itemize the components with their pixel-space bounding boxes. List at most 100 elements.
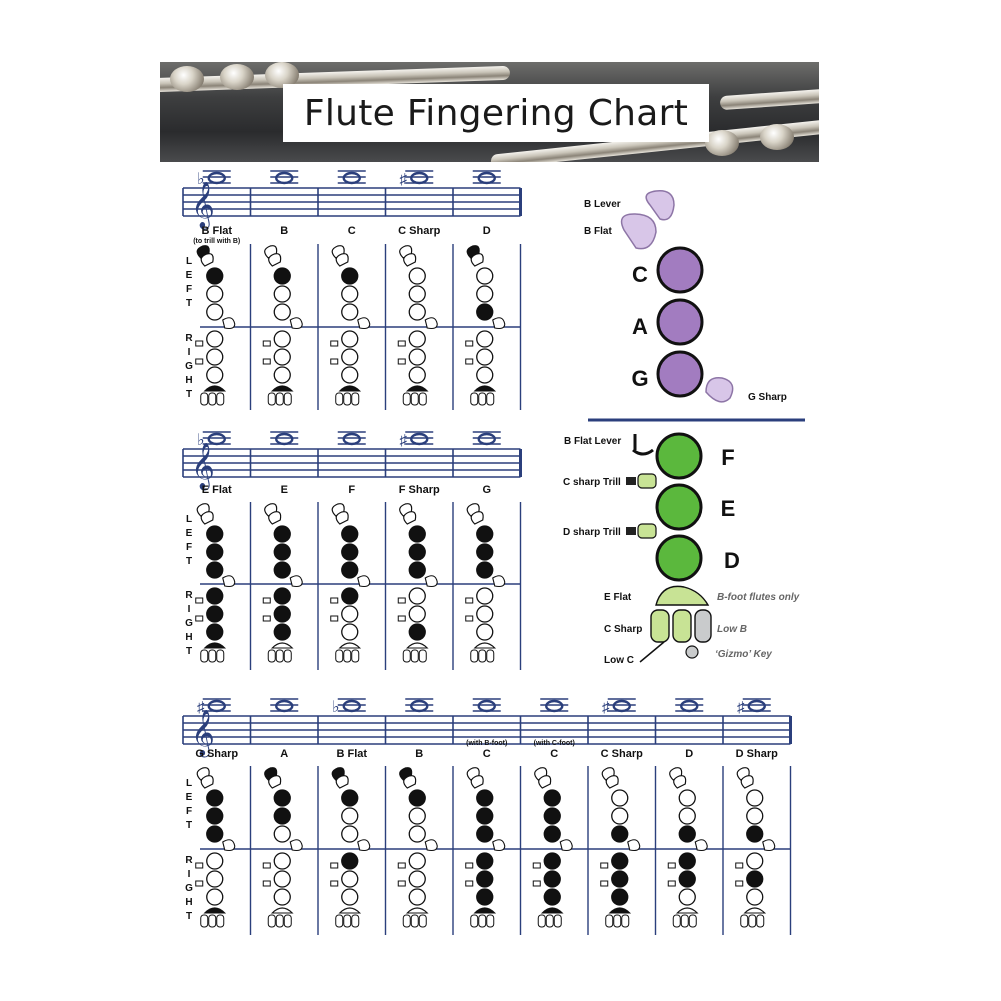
thumb-key: [538, 775, 552, 789]
right-key-e: [273, 348, 291, 366]
foot-key: [748, 914, 757, 928]
trill-key: [195, 615, 204, 622]
left-key-a: [273, 285, 291, 303]
right-key-f: [408, 587, 426, 605]
right-key-d: [273, 366, 291, 384]
g-sharp-key: [492, 317, 506, 330]
foot-key: [537, 914, 546, 928]
right-key-d: [341, 623, 359, 641]
foot-key: [200, 392, 209, 406]
foot-key: [343, 392, 352, 406]
right-key-d: [611, 888, 629, 906]
right-key-f: [273, 852, 291, 870]
left-key-c: [408, 525, 426, 543]
foot-key: [605, 914, 614, 928]
g-sharp-key: [357, 839, 371, 852]
whole-note: [275, 699, 294, 713]
right-key-f: [476, 587, 494, 605]
whole-note: [207, 432, 226, 446]
left-key-c: [408, 789, 426, 807]
left-key-g: [678, 825, 696, 843]
trill-key: [667, 862, 676, 869]
whole-note: [680, 699, 699, 713]
foot-key: [478, 649, 487, 663]
left-key-c: [206, 789, 224, 807]
right-key-f: [408, 330, 426, 348]
trill-key: [330, 597, 339, 604]
right-key-f: [476, 330, 494, 348]
g-sharp-key: [492, 575, 506, 588]
left-key-a: [408, 543, 426, 561]
right-hand-label: T: [186, 646, 192, 657]
left-key-c: [678, 789, 696, 807]
foot-key: [756, 914, 765, 928]
right-hand-label: T: [186, 911, 192, 922]
key-c: [656, 246, 704, 294]
foot-key: [275, 649, 284, 663]
right-key-d: [476, 888, 494, 906]
foot-key: [283, 914, 292, 928]
key-a-label: A: [632, 314, 648, 339]
g-sharp-key: [694, 839, 708, 852]
left-key-g: [341, 303, 359, 321]
foot-key: [486, 392, 495, 406]
note-subtitle: (with B-foot): [466, 740, 507, 747]
note-name: F: [348, 484, 355, 496]
e-flat-key: [203, 385, 227, 392]
right-hand-label: R: [185, 855, 193, 866]
foot-key: [402, 392, 411, 406]
right-key-f: [476, 852, 494, 870]
left-hand-label: E: [186, 270, 193, 281]
g-sharp-key: [705, 377, 734, 403]
e-flat-key: [540, 907, 564, 914]
note-subtitle: (with C-foot): [534, 740, 575, 747]
g-sharp-key: [559, 839, 573, 852]
foot-key: [402, 914, 411, 928]
right-key-e: [341, 348, 359, 366]
right-key-e: [341, 870, 359, 888]
right-key-d: [678, 888, 696, 906]
trill-key: [262, 340, 271, 347]
left-hand-label: F: [186, 806, 192, 817]
right-key-e: [206, 605, 224, 623]
right-key-e: [476, 348, 494, 366]
left-key-g: [476, 825, 494, 843]
right-hand-label: R: [185, 333, 193, 344]
left-hand-label: T: [186, 556, 192, 567]
low-c-pointer: [639, 641, 665, 663]
thumb-key: [268, 253, 282, 267]
g-sharp-key: [762, 839, 776, 852]
thumb-key: [200, 775, 214, 789]
right-key-f: [678, 852, 696, 870]
b-flat-key: [620, 213, 657, 250]
right-key-f: [408, 852, 426, 870]
e-flat-key: [473, 385, 497, 392]
foot-key: [208, 649, 217, 663]
thumb-key: [403, 775, 417, 789]
foot-key: [410, 914, 419, 928]
trill-key: [330, 615, 339, 622]
thumb-key: [335, 775, 349, 789]
e-flat-key: [743, 907, 767, 914]
foot-key: [402, 649, 411, 663]
right-key-e: [746, 870, 764, 888]
left-key-a: [273, 807, 291, 825]
note-name: E Flat: [202, 484, 232, 496]
whole-note: [477, 432, 496, 446]
foot-key: [410, 649, 419, 663]
right-key-e: [273, 870, 291, 888]
whole-note: [477, 171, 496, 185]
foot-key: [208, 914, 217, 928]
key-f: [655, 432, 703, 480]
right-key-e: [408, 870, 426, 888]
d-sharp-trill-stem: [626, 527, 636, 535]
thumb-key: [605, 775, 619, 789]
left-key-a: [746, 807, 764, 825]
left-key-c: [476, 267, 494, 285]
key-e-label: E: [721, 496, 736, 521]
left-key-g: [611, 825, 629, 843]
foot-key: [275, 914, 284, 928]
left-hand-label: L: [186, 778, 192, 789]
e-flat-key: [473, 907, 497, 914]
g-sharp-label: G Sharp: [748, 392, 787, 403]
